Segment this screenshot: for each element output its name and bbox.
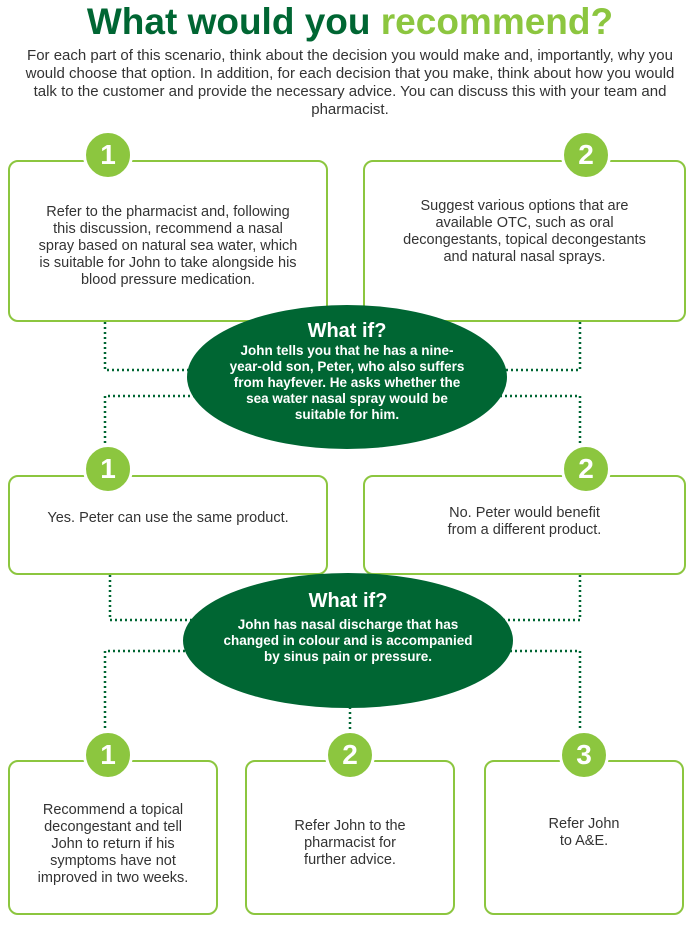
connector-s3-right (490, 649, 582, 737)
page-title: What would you recommend? (0, 2, 700, 42)
what-if-text: John tells you that he has a nine-year-o… (227, 343, 467, 423)
connector-s2b-right (498, 575, 582, 622)
number-badge-s3-2: 2 (325, 730, 375, 780)
number-badge-s2-2: 2 (561, 444, 611, 494)
option-box-s3-3: Refer John to A&E. (484, 760, 684, 915)
number-badge-s3-3: 3 (559, 730, 609, 780)
option-text: Suggest various options that are availab… (403, 198, 646, 265)
connector-s1-right (488, 322, 582, 372)
what-if-text: John has nasal discharge that has change… (223, 617, 473, 664)
option-text: Yes. Peter can use the same product. (47, 509, 289, 526)
number-badge-s1-1: 1 (83, 130, 133, 180)
title-main: What would you (86, 1, 381, 42)
what-if-text-pre: John tells you that he has a (240, 343, 422, 358)
title-accent: recommend? (380, 1, 614, 42)
option-box-s2-1: Yes. Peter can use the same product. (8, 475, 328, 575)
connector-s2-right (470, 394, 582, 452)
connector-s3-left (103, 649, 210, 737)
connector-s2-left (103, 394, 225, 452)
what-if-ellipse-2: What if? John has nasal discharge that h… (183, 573, 513, 708)
what-if-text-post: , Peter, who also suffers from hayfever.… (233, 359, 465, 422)
intro-text: For each part of this scenario, think ab… (25, 47, 675, 118)
number-badge-s1-2: 2 (561, 130, 611, 180)
option-text: No. Peter would benefit from a different… (447, 505, 602, 538)
number-badge-s2-1: 1 (83, 444, 133, 494)
what-if-heading: What if? (307, 320, 387, 342)
option-text: Refer to the pharmacist and, following t… (38, 203, 298, 288)
number-badge-s3-1: 1 (83, 730, 133, 780)
option-box-s3-2: Refer John to the pharmacist for further… (245, 760, 455, 915)
connector-s1-left (103, 322, 205, 372)
option-box-s3-1: Recommend a topical decongestant and tel… (8, 760, 218, 915)
what-if-heading: What if? (308, 590, 388, 612)
what-if-ellipse-1: What if? John tells you that he has a ni… (187, 305, 507, 449)
option-box-s1-1: Refer to the pharmacist and, following t… (8, 160, 328, 322)
option-box-s2-2: No. Peter would benefit from a different… (363, 475, 686, 575)
connector-s2b-left (108, 575, 200, 622)
option-text: Refer John to the pharmacist for further… (294, 818, 406, 868)
option-box-s1-2: Suggest various options that are availab… (363, 160, 686, 322)
option-text: Refer John to A&E. (548, 815, 620, 849)
option-text: Recommend a topical decongestant and tel… (37, 802, 189, 886)
what-if-text-highlight: nine-year-old son (229, 343, 454, 374)
